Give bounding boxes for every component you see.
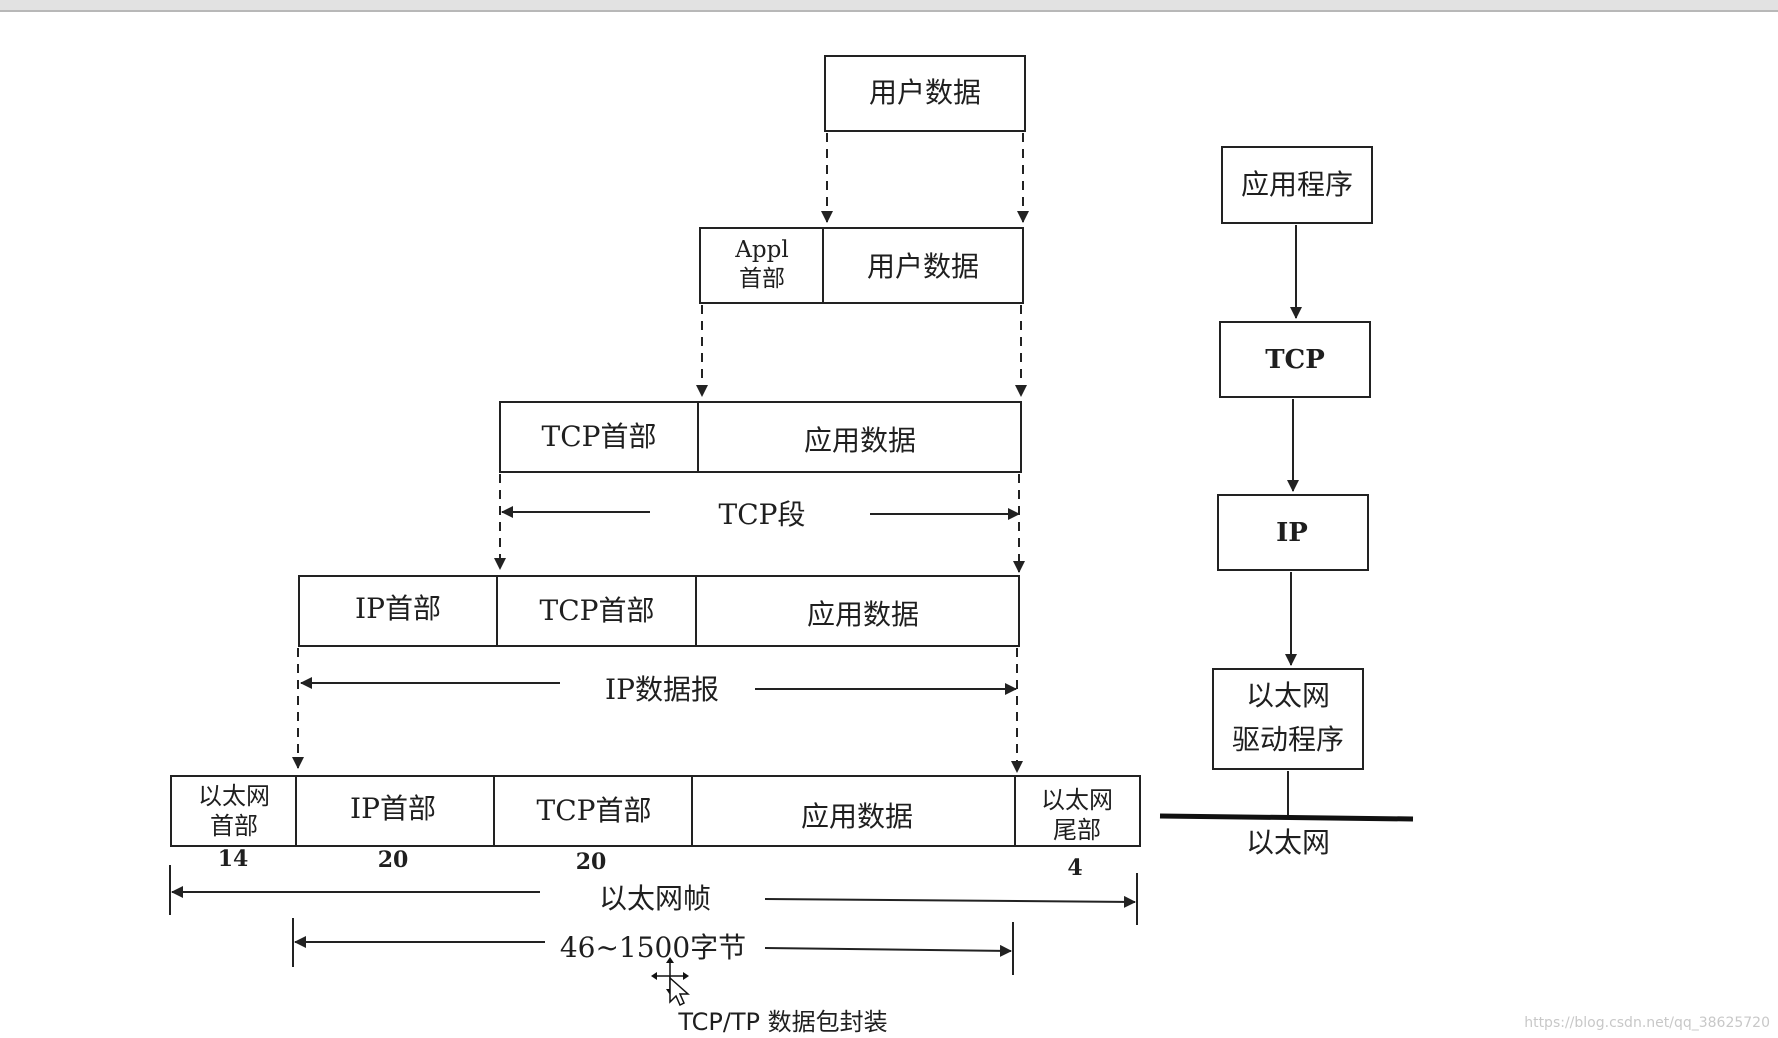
size-tcp-header: 20 — [576, 849, 607, 875]
stack-ip-label: IP — [1276, 518, 1308, 548]
stack-application-box: 应用程序 — [1221, 146, 1373, 224]
ethernet-frame-label: 以太网帧 — [599, 882, 711, 915]
eth-trailer-line2: 尾部 — [1053, 816, 1101, 844]
size-eth-header: 14 — [218, 846, 249, 872]
layer3-tcp-header: TCP首部 — [542, 420, 657, 453]
stack-tcp-label: TCP — [1265, 345, 1325, 375]
tcp-segment-span: TCP段 — [501, 498, 1020, 531]
size-ip-header: 20 — [378, 847, 409, 873]
ethernet-bus-line — [1159, 813, 1414, 822]
layer5-ethernet-frame: 以太网 首部 IP首部 TCP首部 应用数据 以太网 尾部 — [170, 775, 1141, 847]
layer4-ip-datagram: IP首部 TCP首部 应用数据 — [298, 575, 1020, 647]
stack-driver-box: 以太网 驱动程序 — [1212, 668, 1364, 770]
stack-driver-line1: 以太网 — [1246, 679, 1330, 712]
field-sizes: 14 20 20 4 — [218, 846, 1083, 881]
layer5-ip-header: IP首部 — [350, 792, 436, 825]
ip-datagram-label: IP数据报 — [605, 673, 719, 706]
stack-tcp-box: TCP — [1219, 321, 1371, 398]
layer4-ip-header: IP首部 — [355, 592, 441, 625]
eth-header-line2: 首部 — [210, 812, 258, 840]
appl-header-line2: 首部 — [739, 266, 785, 292]
size-eth-trailer: 4 — [1067, 855, 1082, 881]
window-top-bar — [0, 0, 1778, 12]
eth-trailer-line1: 以太网 — [1041, 786, 1113, 814]
payload-size-label: 46~1500字节 — [560, 931, 746, 964]
diagram-caption: TCP/TP 数据包封装 — [677, 1008, 887, 1036]
ethernet-frame-span: 以太网帧 — [169, 865, 1138, 925]
tcp-segment-label: TCP段 — [719, 498, 806, 531]
layer3-tcp-segment: TCP首部 应用数据 — [499, 401, 1022, 473]
ip-datagram-span: IP数据报 — [300, 673, 1017, 706]
layer5-tcp-header: TCP首部 — [537, 794, 652, 827]
stack-application-label: 应用程序 — [1241, 168, 1353, 201]
stack-ip-box: IP — [1217, 494, 1369, 571]
layer1-user-data-label: 用户数据 — [869, 76, 981, 109]
watermark-text: https://blog.csdn.net/qq_38625720 — [1524, 1015, 1770, 1031]
layer1-user-data: 用户数据 — [824, 55, 1026, 132]
layer5-app-data: 应用数据 — [801, 800, 913, 833]
layer2-user-data-label: 用户数据 — [867, 250, 979, 283]
eth-header-line1: 以太网 — [198, 782, 270, 810]
stack-driver-line2: 驱动程序 — [1232, 723, 1344, 756]
stack-network-label: 以太网 — [1246, 826, 1330, 859]
layer3-app-data: 应用数据 — [804, 424, 916, 457]
payload-size-span: 46~1500字节 — [292, 918, 1014, 975]
layer4-tcp-header: TCP首部 — [540, 594, 655, 627]
move-cursor-icon — [651, 957, 690, 1007]
layer2-appl: Appl 首部 用户数据 — [699, 227, 1024, 304]
appl-header-line1: Appl — [734, 237, 788, 263]
layer4-app-data: 应用数据 — [807, 598, 919, 631]
